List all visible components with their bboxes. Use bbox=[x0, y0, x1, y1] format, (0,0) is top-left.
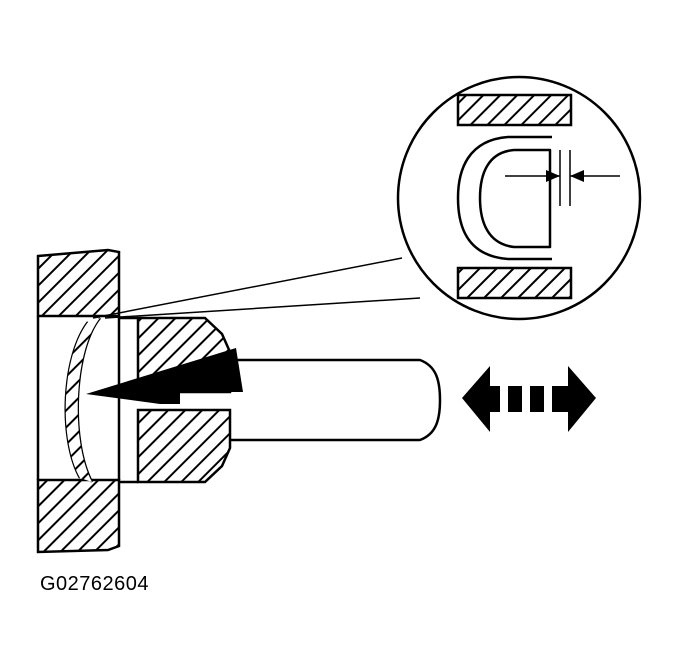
detail-seal-lip bbox=[456, 135, 552, 261]
tool-shaft bbox=[230, 358, 442, 442]
detail-housing-top bbox=[456, 93, 573, 127]
housing-wall-upper bbox=[36, 248, 121, 318]
leader-line-upper bbox=[92, 257, 403, 319]
gap-arrow-left-icon bbox=[570, 170, 584, 182]
leader-line-lower bbox=[104, 297, 421, 319]
gap-arrow-right-icon bbox=[546, 170, 560, 182]
double-headed-dashed-arrow-icon bbox=[462, 366, 596, 432]
seal-ring bbox=[64, 317, 101, 483]
figure-code: G02762604 bbox=[40, 573, 150, 595]
housing-wall-lower bbox=[36, 478, 121, 554]
tool-head-lower bbox=[136, 408, 232, 484]
housing-wall bbox=[36, 248, 121, 554]
detail-housing-bottom bbox=[456, 266, 573, 300]
press-arrow-icon bbox=[86, 348, 243, 404]
detail-view bbox=[396, 75, 642, 321]
